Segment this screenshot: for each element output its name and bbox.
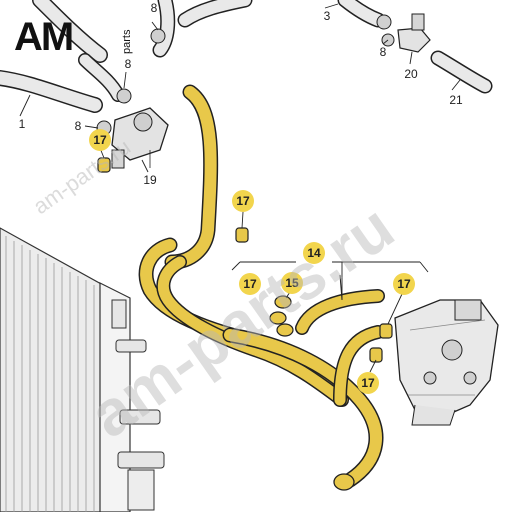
svg-text:17: 17 xyxy=(361,376,375,390)
watermark-secondary: am-parts.ru xyxy=(29,134,135,219)
callout-19: 19 xyxy=(143,173,157,187)
am-parts-logo: AM parts xyxy=(14,15,133,59)
svg-text:17: 17 xyxy=(243,277,257,291)
callout-8-d: 8 xyxy=(380,45,387,59)
callout-8-a: 8 xyxy=(151,1,158,15)
callout-labels: 1 3 8 8 8 8 19 20 21 xyxy=(19,1,463,187)
svg-text:15: 15 xyxy=(285,276,299,290)
badge-17-left: 17 xyxy=(239,273,261,295)
logo-suffix: parts xyxy=(121,29,133,54)
svg-text:17: 17 xyxy=(397,277,411,291)
callout-8-b: 8 xyxy=(125,57,132,71)
highlight-badges: 17 17 14 17 15 17 17 xyxy=(89,129,415,394)
coolant-hoses-14 xyxy=(138,84,385,491)
callout-8-c: 8 xyxy=(75,119,82,133)
radiator xyxy=(0,227,165,512)
pump-bracket xyxy=(394,299,499,426)
upper-right-parts xyxy=(337,0,493,94)
leader-lines xyxy=(19,3,461,373)
svg-text:17: 17 xyxy=(93,133,107,147)
valve-19 xyxy=(111,107,169,169)
svg-text:14: 14 xyxy=(307,246,321,260)
svg-text:17: 17 xyxy=(236,194,250,208)
badge-15: 15 xyxy=(281,272,303,294)
badge-17-right: 17 xyxy=(393,273,415,295)
badge-17-lower: 17 xyxy=(357,372,379,394)
callout-20: 20 xyxy=(404,67,418,81)
upper-left-hose-1 xyxy=(0,0,253,136)
logo-brand: AM xyxy=(14,15,72,59)
badge-17-valve: 17 xyxy=(89,129,111,151)
clamps-15 xyxy=(97,157,393,363)
callout-3: 3 xyxy=(324,9,331,23)
callout-21: 21 xyxy=(449,93,463,107)
callout-1: 1 xyxy=(19,117,26,131)
badge-17-hose: 17 xyxy=(232,190,254,212)
badge-14: 14 xyxy=(303,242,325,264)
